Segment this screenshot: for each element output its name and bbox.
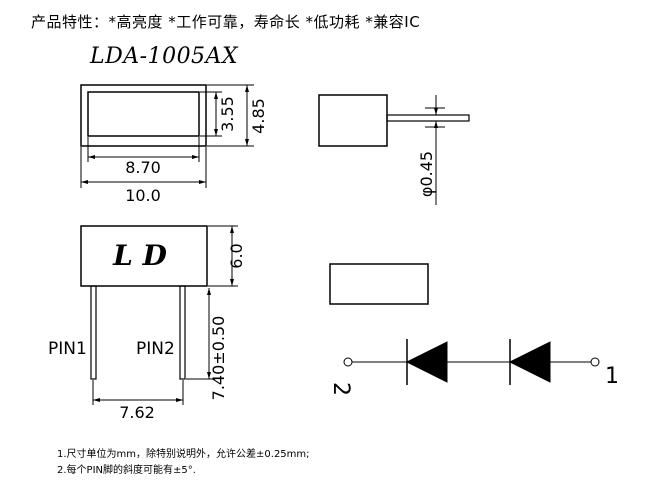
terminal-1-label: 1: [605, 364, 619, 389]
schematic: 2 1: [328, 339, 619, 396]
dim-pin-spacing: 7.62: [119, 403, 155, 422]
led-2-symbol: [508, 341, 551, 383]
terminal-1-circle: [590, 357, 600, 367]
bottom-view-body: [329, 263, 429, 305]
pin2-label: PIN2: [136, 339, 175, 359]
dim-inner-height: 3.55: [218, 96, 237, 132]
side-view-body: [318, 94, 388, 147]
note-2: 2.每个PIN脚的斜度可能有±5°.: [57, 465, 196, 476]
side-view: φ0.45: [318, 94, 470, 205]
pin2-lead: [179, 285, 186, 380]
dim-outer-height: 4.85: [249, 98, 268, 134]
led-1-symbol: [405, 341, 448, 383]
model-number: LDA-1005AX: [90, 44, 239, 69]
terminal-2-circle: [343, 357, 353, 367]
front-view-body: [80, 225, 208, 287]
dim-pin-diameter: φ0.45: [417, 151, 436, 197]
note-1: 1.尺寸单位为mm，除特别说明外，允许公差±0.25mm;: [57, 449, 310, 460]
pin1-lead: [90, 285, 97, 380]
front-view: L D PIN1 PIN2 7.62 6.0 7.40±0.50: [48, 225, 246, 422]
pin1-label: PIN1: [48, 339, 87, 359]
front-label: L D: [112, 239, 167, 272]
dim-outer-width: 10.0: [125, 186, 161, 205]
dim-body-height: 6.0: [227, 243, 246, 268]
side-view-pin: [386, 114, 470, 122]
feature-line: 产品特性：*高亮度 *工作可靠，寿命长 *低功耗 *兼容IC: [31, 13, 421, 31]
terminal-2-label: 2: [328, 382, 353, 396]
top-view-outer-outline: [80, 84, 207, 147]
dim-pin-length: 7.40±0.50: [209, 316, 228, 401]
top-view: 8.70 10.0 3.55 4.85: [80, 84, 268, 205]
dim-inner-width: 8.70: [125, 158, 161, 177]
top-view-inner-window: [87, 91, 200, 137]
